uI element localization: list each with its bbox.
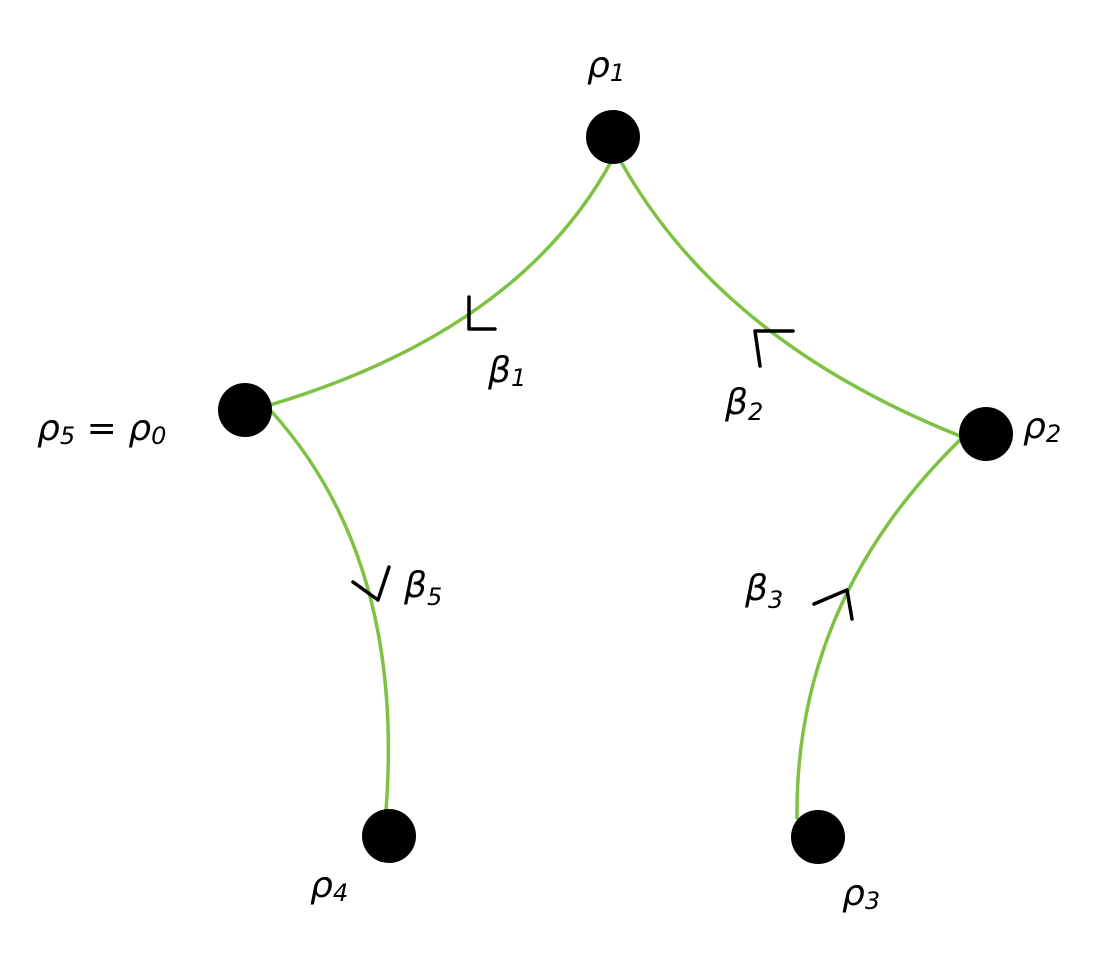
vertex-rho-3 bbox=[791, 810, 845, 864]
vertex-rho-1 bbox=[586, 110, 640, 164]
label-beta-1: β1 bbox=[487, 350, 526, 392]
arrow-head-beta-3 bbox=[812, 588, 854, 621]
edge-beta-3 bbox=[795, 436, 964, 820]
label-rho-3: ρ3 bbox=[842, 873, 880, 915]
arrow-head-beta-2 bbox=[753, 329, 795, 368]
label-rho-4: ρ4 bbox=[310, 865, 348, 907]
label-rho-5-equals-rho-0: ρ5 = ρ0 bbox=[37, 408, 166, 450]
label-beta-3: β3 bbox=[744, 568, 783, 614]
label-beta-5: β5 bbox=[403, 565, 442, 611]
vertex-rho-2 bbox=[959, 407, 1013, 461]
label-rho-2: ρ2 bbox=[1023, 406, 1061, 448]
arrow-head-beta-5 bbox=[351, 565, 391, 602]
edge-beta-5 bbox=[270, 410, 391, 812]
vertex-rho-4 bbox=[362, 809, 416, 863]
label-beta-2: β2 bbox=[724, 382, 763, 426]
label-rho-1: ρ1 bbox=[587, 45, 625, 87]
edge-beta-2 bbox=[618, 158, 962, 438]
arrow-head-beta-1 bbox=[467, 295, 497, 331]
vertex-rho-0 bbox=[218, 383, 272, 437]
edge-beta-1 bbox=[268, 158, 614, 407]
